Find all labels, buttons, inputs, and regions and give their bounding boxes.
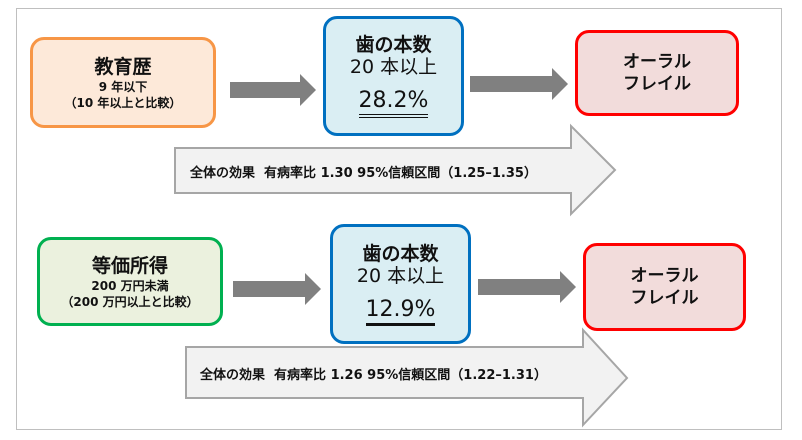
mediator-box-1: 歯の本数 20 本以上 28.2% bbox=[323, 16, 464, 136]
factor-sub: 9 年以下 bbox=[98, 79, 148, 94]
outcome-box-1: オーラル フレイル bbox=[575, 30, 739, 116]
factor-comparison: （10 年以上と比較） bbox=[64, 95, 182, 110]
factor-title: 等価所得 bbox=[91, 254, 168, 277]
mediator-sub: 20 本以上 bbox=[349, 56, 438, 78]
effect-label-1: 全体の効果 有病率比 1.30 95%信頼区間（1.25–1.35） bbox=[190, 166, 537, 181]
arrow-mediator-outcome-2 bbox=[478, 271, 576, 303]
mediator-title: 歯の本数 bbox=[362, 242, 439, 265]
factor-box-income: 等価所得 200 万円未満 （200 万円以上と比較） bbox=[37, 237, 223, 326]
outcome-line1: オーラル bbox=[630, 266, 699, 286]
factor-title: 教育歴 bbox=[94, 55, 152, 78]
mediator-box-2: 歯の本数 20 本以上 12.9% bbox=[330, 224, 471, 344]
arrow-factor-mediator-2 bbox=[233, 273, 321, 305]
mediator-title: 歯の本数 bbox=[355, 34, 432, 56]
outcome-line1: オーラル bbox=[623, 52, 691, 72]
effect-arrow-1 bbox=[174, 123, 617, 217]
outcome-box-2: オーラル フレイル bbox=[583, 243, 746, 331]
mediator-sub: 20 本以上 bbox=[356, 264, 445, 287]
factor-box-education: 教育歴 9 年以下 （10 年以上と比較） bbox=[30, 37, 216, 128]
arrow-factor-mediator-1 bbox=[230, 74, 316, 106]
effect-label-2: 全体の効果 有病率比 1.26 95%信頼区間（1.22–1.31） bbox=[200, 368, 547, 383]
arrow-mediator-outcome-1 bbox=[470, 68, 568, 100]
outcome-line2: フレイル bbox=[630, 288, 699, 308]
mediator-percent: 28.2% bbox=[358, 88, 429, 118]
effect-arrow-2 bbox=[185, 327, 629, 428]
diagram-frame bbox=[16, 8, 782, 430]
mediator-percent: 12.9% bbox=[365, 297, 436, 326]
factor-comparison: （200 万円以上と比較） bbox=[61, 294, 199, 309]
factor-sub: 200 万円未満 bbox=[91, 278, 169, 293]
outcome-line2: フレイル bbox=[623, 74, 691, 94]
